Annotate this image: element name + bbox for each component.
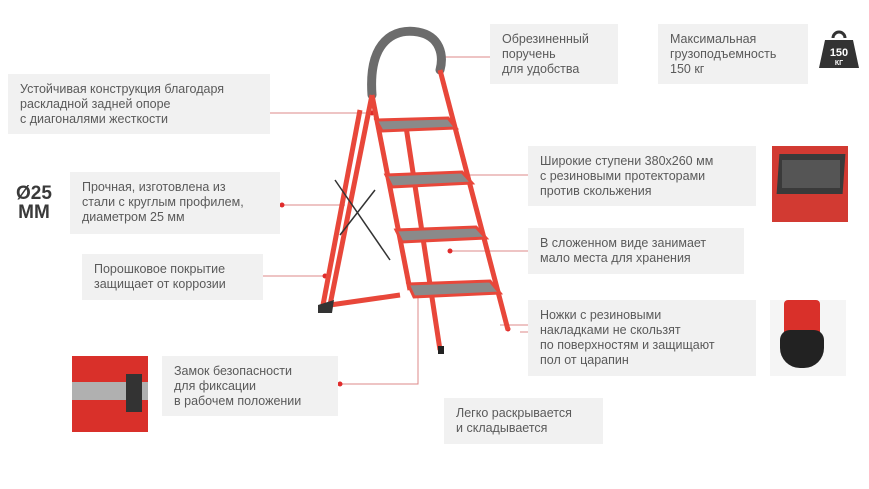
callout-text: Широкие ступени 380х260 мм — [540, 154, 714, 168]
callout-capacity: Максимальная грузоподъемность 150 кг — [658, 24, 808, 84]
callout-text: стали с круглым профилем, — [82, 195, 244, 209]
callout-text: против скольжения — [540, 184, 652, 198]
lock-latch — [126, 374, 142, 412]
callout-text: для удобства — [502, 62, 580, 76]
callout-stable: Устойчивая конструкция благодаря расклад… — [8, 74, 270, 134]
callout-text: диаметром 25 мм — [82, 210, 185, 224]
callout-text: раскладной задней опоре — [20, 97, 171, 111]
callout-text: В сложенном виде занимает — [540, 236, 707, 250]
foot-rubber-cap — [780, 330, 824, 368]
callout-text: по поверхностям и защищают — [540, 338, 715, 352]
diameter-value: Ø25 — [16, 183, 52, 204]
diameter-label: Ø25 ММ — [10, 184, 58, 222]
callout-text: грузоподъемность — [670, 47, 777, 61]
callout-text: с диагоналями жесткости — [20, 112, 168, 126]
step-tread-pattern — [782, 160, 840, 188]
callout-easy: Легко раскрывается и складывается — [444, 398, 603, 444]
ladder-frame — [320, 69, 511, 351]
handrail — [367, 26, 446, 100]
callout-text: накладками не скользят — [540, 323, 681, 337]
callout-text: Легко раскрывается — [456, 406, 572, 420]
foot-closeup-image — [770, 300, 846, 376]
callout-steps: Широкие ступени 380х260 мм с резиновыми … — [528, 146, 756, 206]
callout-text: с резиновыми протекторами — [540, 169, 706, 183]
front-foot — [438, 346, 444, 354]
callout-text: поручень — [502, 47, 556, 61]
callout-text: для фиксации — [174, 379, 257, 393]
callout-handrail: Обрезиненный поручень для удобства — [490, 24, 618, 84]
callout-text: Порошковое покрытие — [94, 262, 226, 276]
lock-closeup-image — [72, 356, 148, 432]
callout-text: Устойчивая конструкция благодаря — [20, 82, 225, 96]
weight-icon: 150 КГ — [819, 30, 859, 68]
callout-text: Прочная, изготовлена из — [82, 180, 226, 194]
callout-strong: Прочная, изготовлена из стали с круглым … — [70, 172, 280, 234]
callout-text: Замок безопасности — [174, 364, 293, 378]
step-closeup-image — [772, 146, 848, 222]
diameter-unit: ММ — [18, 202, 50, 223]
callout-text: защищает от коррозии — [94, 277, 226, 291]
weight-value: 150 — [830, 47, 848, 59]
diagonal-braces — [334, 179, 391, 261]
callout-text: Ножки с резиновыми — [540, 308, 662, 322]
weight-unit: КГ — [835, 60, 843, 67]
callout-lock: Замок безопасности для фиксации в рабоче… — [162, 356, 338, 416]
callout-feet: Ножки с резиновыми накладками не скользя… — [528, 300, 756, 376]
callout-folded: В сложенном виде занимает мало места для… — [528, 228, 744, 274]
rear-foot — [318, 300, 334, 313]
callout-text: пол от царапин — [540, 353, 629, 367]
ladder-steps — [373, 116, 504, 299]
callout-text: Максимальная — [670, 32, 757, 46]
callout-text: 150 кг — [670, 62, 705, 76]
callout-text: мало места для хранения — [540, 251, 691, 265]
callout-powder: Порошковое покрытие защищает от коррозии — [82, 254, 263, 300]
callout-text: в рабочем положении — [174, 394, 302, 408]
callout-text: Обрезиненный — [502, 32, 589, 46]
callout-text: и складывается — [456, 421, 548, 435]
